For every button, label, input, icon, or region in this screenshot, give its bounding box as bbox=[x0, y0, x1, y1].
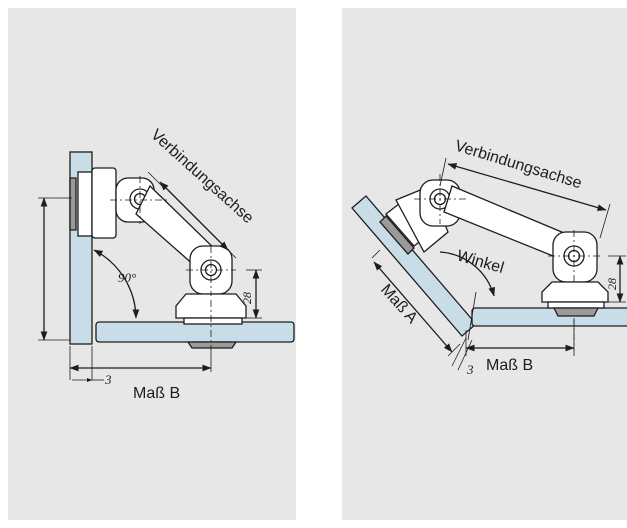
left-diagram bbox=[38, 151, 295, 383]
left-angle-label: 90° bbox=[118, 270, 136, 285]
left-gap-label: 3 bbox=[104, 372, 112, 387]
left-clamp-plate bbox=[77, 171, 93, 237]
left-lower-gasket bbox=[186, 341, 238, 349]
left-lower-washer bbox=[183, 317, 243, 325]
right-diagram bbox=[351, 157, 627, 371]
left-panel bbox=[8, 8, 296, 520]
left-height-label: 28 bbox=[240, 292, 254, 304]
right-lower-gasket bbox=[552, 307, 600, 317]
left-vertical-gasket bbox=[69, 177, 77, 231]
right-inclined-gasket bbox=[379, 215, 415, 255]
left-distance-label: Maß B bbox=[133, 385, 180, 402]
right-height-label: 28 bbox=[605, 278, 619, 290]
right-angle-label: Winkel bbox=[455, 248, 506, 278]
left-horizontal-glass bbox=[95, 321, 295, 343]
right-distance-b-label: Maß B bbox=[486, 357, 533, 374]
left-clamp-body bbox=[91, 167, 117, 239]
right-horizontal-glass bbox=[471, 307, 627, 327]
right-gap-label: 3 bbox=[466, 362, 474, 377]
right-lower-base bbox=[541, 281, 609, 303]
right-lower-washer bbox=[547, 301, 605, 309]
right-distance-a-label: Maß A bbox=[377, 281, 421, 327]
